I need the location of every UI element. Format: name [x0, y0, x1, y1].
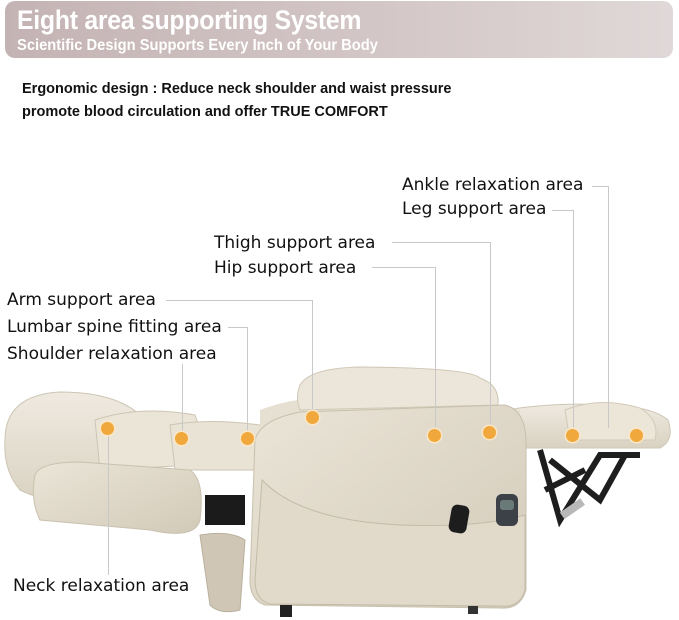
- marker-lumbar[interactable]: [241, 432, 254, 445]
- marker-shoulder[interactable]: [175, 432, 188, 445]
- marker-leg[interactable]: [566, 429, 579, 442]
- arm-leader-v: [312, 300, 313, 414]
- leg-leader-h: [552, 210, 573, 211]
- thigh-leader-v: [490, 242, 491, 428]
- label-lumbar-spine: Lumbar spine fitting area: [7, 317, 222, 337]
- marker-hip[interactable]: [428, 429, 441, 442]
- marker-thigh[interactable]: [483, 426, 496, 439]
- intro-line-2: promote blood circulation and offer TRUE…: [22, 104, 388, 120]
- leg-leader-v: [573, 210, 574, 428]
- lumbar-leader-h: [228, 327, 248, 328]
- arm-leader-h: [166, 300, 313, 301]
- label-hip-support: Hip support area: [214, 258, 357, 278]
- marker-neck[interactable]: [101, 422, 114, 435]
- header-banner: Eight area supporting System Scientific …: [5, 1, 673, 58]
- label-neck-relaxation: Neck relaxation area: [13, 576, 190, 596]
- ankle-leader-h: [592, 186, 608, 187]
- banner-subtitle: Scientific Design Supports Every Inch of…: [17, 37, 378, 54]
- label-thigh-support: Thigh support area: [214, 233, 376, 253]
- neck-leader-v: [108, 430, 109, 575]
- label-leg-support: Leg support area: [402, 199, 547, 219]
- footrest-mechanism: [537, 449, 640, 528]
- lumbar-leader-v: [247, 327, 248, 437]
- label-shoulder-relaxation: Shoulder relaxation area: [7, 344, 217, 364]
- banner-title: Eight area supporting System: [17, 5, 362, 35]
- hip-leader-v: [435, 267, 436, 428]
- thigh-leader-h: [392, 242, 490, 243]
- hip-leader-h: [372, 267, 435, 268]
- label-ankle-relaxation: Ankle relaxation area: [402, 175, 584, 195]
- shoulder-leader-v: [182, 364, 183, 437]
- label-arm-support: Arm support area: [7, 290, 156, 310]
- ankle-leader-v: [608, 186, 609, 428]
- marker-arm[interactable]: [306, 411, 319, 424]
- intro-line-1: Ergonomic design : Reduce neck shoulder …: [22, 81, 452, 97]
- marker-ankle[interactable]: [630, 429, 643, 442]
- recliner-chair-image: [4, 366, 671, 617]
